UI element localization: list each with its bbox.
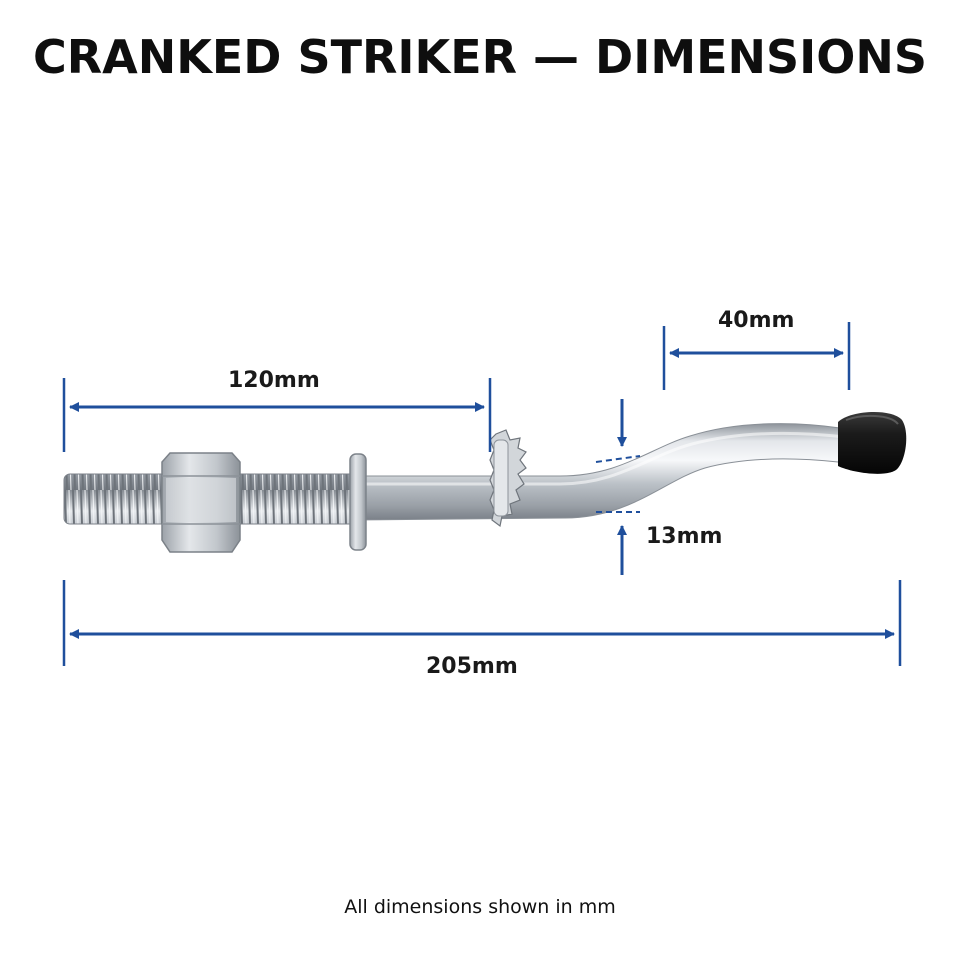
footnote: All dimensions shown in mm [344,896,616,918]
dimension-label-13mm: 13mm [646,524,723,549]
dimension-label-40mm: 40mm [718,308,795,333]
dimension-205mm [62,580,902,666]
dimension-40mm [662,322,851,390]
dimension-label-205mm: 205mm [426,654,518,679]
rubber-end-cap [838,411,907,474]
page-title: CRANKED STRIKER — DIMENSIONS [32,30,928,84]
dimension-120mm [62,378,492,452]
cranked-rod [349,423,861,521]
hex-nut [161,452,241,553]
dimension-label-120mm: 120mm [228,368,320,393]
flat-washer [349,453,367,551]
toothed-lock-washer [489,429,527,528]
dimension-13mm [595,399,641,575]
